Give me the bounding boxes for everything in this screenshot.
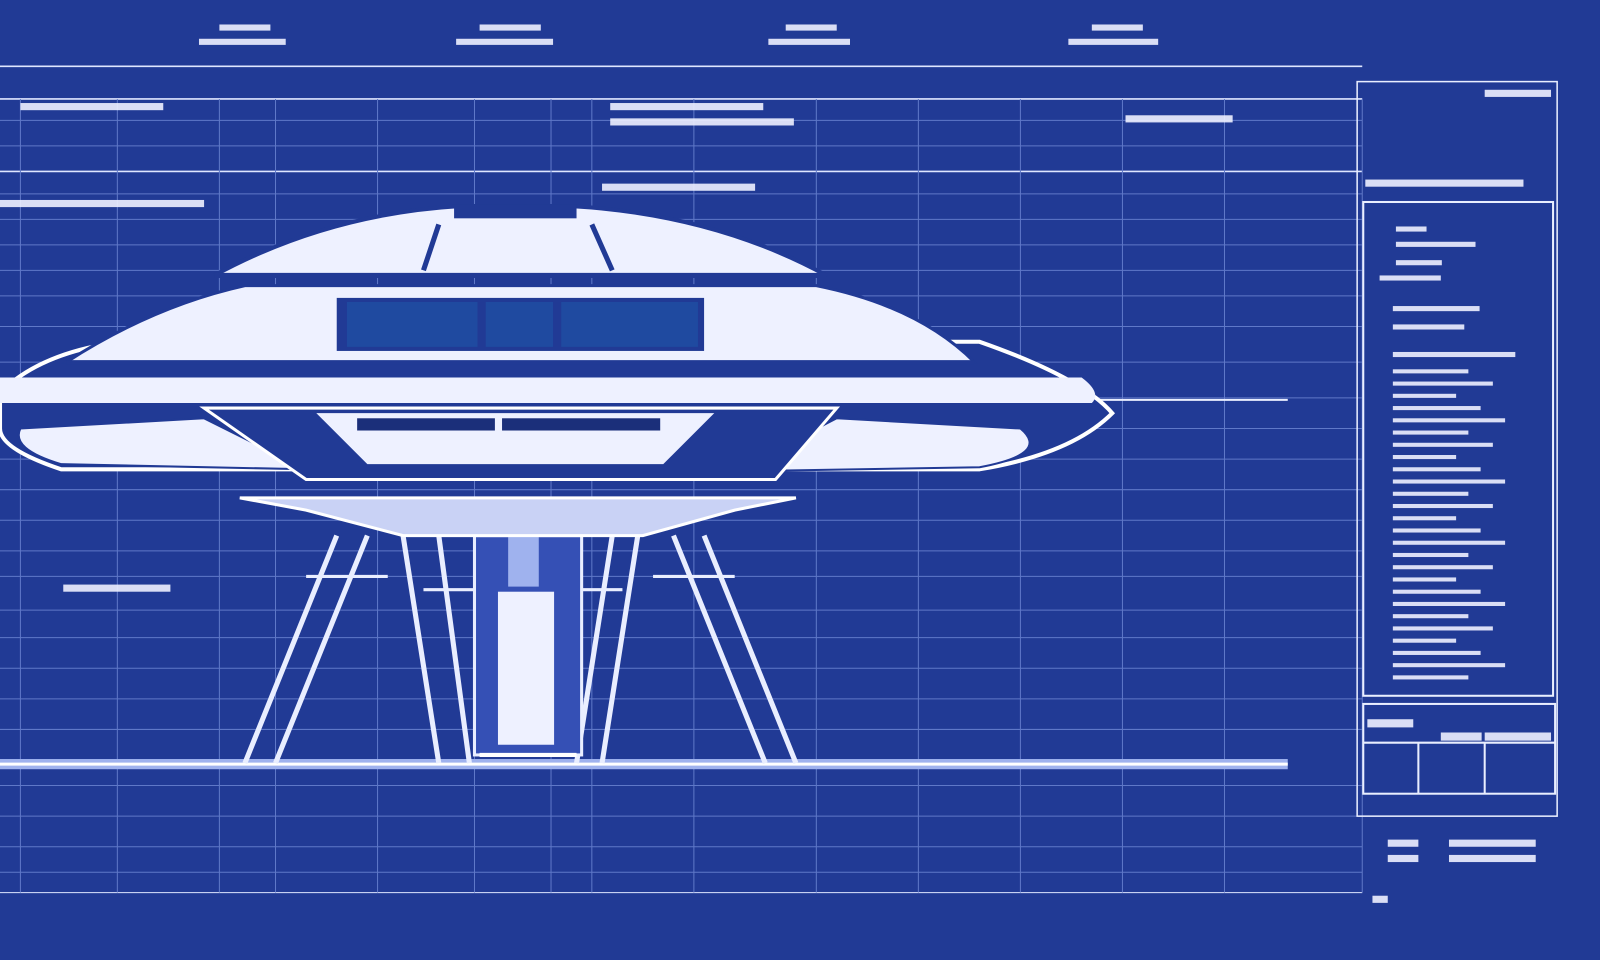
panel-text-mark (1392, 467, 1481, 472)
panel-text-mark (1392, 577, 1457, 582)
saucer-dome (213, 204, 828, 279)
panel-text-mark (1392, 430, 1469, 435)
panel-text-mark (1367, 719, 1414, 728)
panel-text-mark (1392, 406, 1481, 411)
panel-text-mark (1392, 614, 1469, 619)
panel-text-mark (1392, 479, 1506, 484)
panel-text-mark (1392, 528, 1481, 533)
saucer-upper-deck (61, 284, 979, 365)
illegible-labels (0, 24, 1552, 903)
panel-text-mark (1440, 732, 1482, 741)
panel-text-mark (1395, 226, 1427, 232)
panel-text-mark (1379, 275, 1441, 281)
drawing-label-mark (610, 103, 764, 111)
drawing-label-mark (1448, 839, 1536, 847)
panel-text-mark (1392, 650, 1481, 655)
panel-text-mark (1392, 351, 1516, 358)
panel-text-mark (1392, 393, 1457, 398)
drawing-label-mark (63, 584, 171, 592)
title-block-panel (1356, 80, 1558, 817)
drawing-label-mark (1387, 854, 1419, 863)
header-label-mark (785, 24, 837, 31)
panel-text-mark (1392, 601, 1506, 606)
panel-text-mark (1392, 552, 1469, 558)
panel-text-mark (1392, 516, 1457, 521)
drawing-label-mark (1484, 89, 1552, 97)
panel-text-mark (1392, 589, 1481, 594)
header-label-mark (1091, 24, 1143, 31)
header-label-mark (768, 38, 850, 45)
header-label-mark (479, 24, 541, 31)
panel-text-mark (1392, 306, 1480, 312)
panel-text-mark (1392, 381, 1493, 386)
drawing-label-mark (1387, 839, 1419, 847)
leg-pylon (239, 496, 797, 538)
drawing-label-mark (1448, 854, 1536, 863)
header-label-mark (198, 38, 286, 45)
panel-text-mark (1395, 260, 1442, 266)
saucer-hull (0, 339, 1116, 482)
header-label-mark (1068, 38, 1159, 45)
panel-text-mark (1392, 565, 1493, 570)
panel-text-mark (1392, 663, 1506, 668)
panel-text-mark (1392, 503, 1493, 509)
drawing-label-mark (1125, 115, 1233, 123)
panel-text-mark (1484, 732, 1552, 741)
title-block-text-marks (1367, 226, 1552, 741)
central-column (472, 534, 584, 757)
panel-text-mark (1392, 540, 1506, 545)
drawing-label-mark (1365, 179, 1524, 187)
panel-text-mark (1392, 638, 1457, 643)
panel-text-mark (1392, 418, 1506, 423)
panel-text-mark (1392, 369, 1469, 374)
panel-text-mark (1392, 491, 1469, 496)
panel-text-mark (1395, 241, 1476, 247)
header-label-mark (456, 38, 554, 45)
header-label-mark (219, 24, 271, 31)
panel-text-mark (1392, 455, 1457, 460)
drawing-label-mark (610, 118, 794, 126)
panel-text-mark (1392, 675, 1469, 680)
panel-text-mark (1392, 626, 1493, 631)
panel-text-mark (1392, 324, 1465, 330)
drawing-label-mark (1372, 895, 1388, 903)
drawing-label-mark (602, 183, 756, 191)
drawing-label-mark (20, 103, 164, 111)
panel-text-mark (1392, 442, 1493, 447)
drawing-label-mark (0, 199, 205, 208)
